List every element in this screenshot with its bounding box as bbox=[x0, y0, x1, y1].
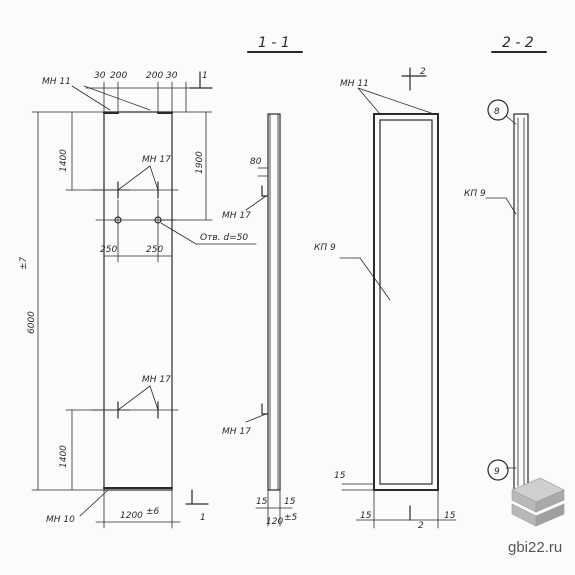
dim-200-left: 200 bbox=[110, 71, 127, 81]
cut-2-bottom: 2 bbox=[418, 521, 424, 531]
dim-250-right: 250 bbox=[146, 245, 163, 255]
mid-panel-inner bbox=[379, 119, 433, 485]
label-mn17-side-bottom: МН 17 bbox=[222, 427, 251, 437]
callout-9: 9 bbox=[494, 467, 500, 477]
title-1-1: 1 - 1 bbox=[258, 35, 290, 51]
title-2-2: 2 - 2 bbox=[502, 35, 534, 51]
cut-2-top: 2 bbox=[420, 67, 426, 77]
label-kp9-right: КП 9 bbox=[464, 189, 486, 199]
dim-30-right: 30 bbox=[166, 71, 178, 81]
dim-30-left: 30 bbox=[94, 71, 106, 81]
dim-80: 80 bbox=[250, 157, 262, 167]
dim-1400-top: 1400 bbox=[59, 149, 69, 172]
dim-15-e: 15 bbox=[444, 511, 456, 521]
dim-15-c: 15 bbox=[334, 471, 346, 481]
dim-6000-tol: ±7 bbox=[19, 256, 29, 270]
cut-1-top: 1 bbox=[202, 71, 208, 81]
dim-15-d: 15 bbox=[360, 511, 372, 521]
dim-1400-bottom: 1400 bbox=[59, 445, 69, 468]
mid-panel-outer bbox=[373, 113, 439, 491]
dim-1200-tol: ±6 bbox=[146, 507, 160, 517]
side-hook-top bbox=[261, 185, 269, 197]
label-mn17-top: МН 17 bbox=[142, 155, 171, 165]
watermark-text: gbi22.ru bbox=[508, 539, 562, 556]
label-mn11-left: МН 11 bbox=[42, 77, 71, 87]
callout-8: 8 bbox=[494, 107, 500, 117]
dim-120: 120 bbox=[266, 517, 283, 527]
dim-200-right: 200 bbox=[146, 71, 163, 81]
cut-1-bottom: 1 bbox=[200, 513, 206, 523]
s22-panel bbox=[513, 113, 529, 491]
section-1-1 bbox=[245, 51, 303, 527]
dim-15-b: 15 bbox=[284, 497, 296, 507]
middle-view bbox=[339, 67, 457, 529]
dim-250-left: 250 bbox=[100, 245, 117, 255]
dim-1200: 1200 bbox=[120, 511, 143, 521]
label-mn17-bottom: МН 17 bbox=[142, 375, 171, 385]
label-hole: Отв. d=50 bbox=[200, 233, 248, 243]
dim-6000: 6000 bbox=[27, 311, 37, 334]
front-view bbox=[31, 71, 257, 529]
label-mn11-right: МН 11 bbox=[340, 79, 369, 89]
label-kp9-mid: КП 9 bbox=[314, 243, 336, 253]
label-mn17-side-top: МН 17 bbox=[222, 211, 251, 221]
dim-120-tol: ±5 bbox=[284, 513, 298, 523]
watermark-logo bbox=[511, 477, 565, 527]
side-panel bbox=[267, 113, 281, 491]
callout-circle-9 bbox=[487, 459, 509, 481]
dim-1900: 1900 bbox=[195, 151, 205, 174]
dim-15-a: 15 bbox=[256, 497, 268, 507]
side-hook-bottom bbox=[261, 403, 269, 415]
section-2-2 bbox=[485, 51, 547, 491]
panel-outline bbox=[103, 111, 173, 491]
label-mn10: МН 10 bbox=[46, 515, 75, 525]
callout-circle-8 bbox=[487, 99, 509, 121]
